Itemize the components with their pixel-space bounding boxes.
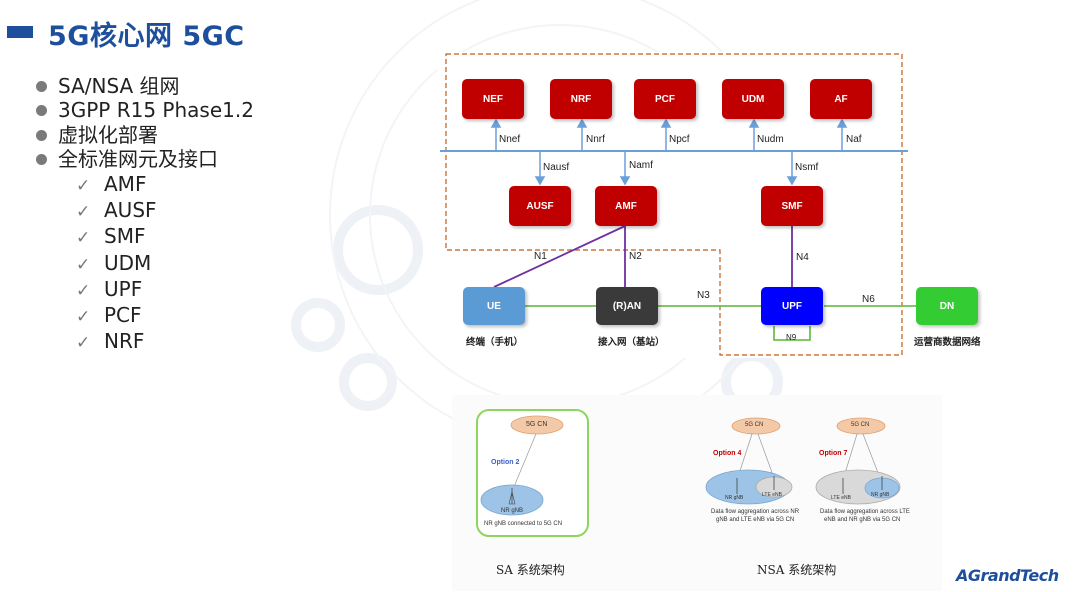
nsa4-option-label: Option 4: [713, 450, 742, 457]
n6-label: N6: [862, 294, 875, 305]
title-marker: [7, 26, 33, 38]
sa-note: NR gNB connected to 5G CN: [484, 521, 563, 527]
bullet-list: SA/NSA 组网 3GPP R15 Phase1.2 虚拟化部署 全标准网元及…: [34, 74, 254, 172]
nnrf-label: Nnrf: [586, 134, 605, 145]
amf-node: AMF: [595, 186, 657, 226]
check-icon: ✓: [76, 307, 91, 328]
nsa4-core-label: 5G CN: [745, 422, 764, 428]
nsa4-note-2: gNB and LTE eNB via 5G CN: [716, 517, 795, 523]
ue-caption: 终端（手机）: [466, 337, 524, 348]
smf-node: SMF: [761, 186, 823, 226]
sa-core-label: 5G CN: [526, 421, 548, 428]
bullet-item: 全标准网元及接口: [34, 147, 254, 171]
n9-label: N9: [786, 333, 797, 342]
company-logo: AGrandTech: [956, 566, 1059, 585]
naf-label: Naf: [846, 134, 862, 145]
nsmf-label: Nsmf: [795, 162, 819, 173]
n4-label: N4: [796, 252, 809, 263]
page-title: 5G核心网 5GC: [48, 21, 245, 52]
nausf-label: Nausf: [543, 162, 570, 173]
check-icon: ✓: [76, 228, 91, 249]
nudm-label: Nudm: [757, 134, 784, 145]
nsa7-core-label: 5G CN: [851, 422, 870, 428]
check-item: ✓PCF: [76, 303, 157, 329]
namf-label: Namf: [629, 160, 653, 171]
bullet-item: SA/NSA 组网: [34, 74, 254, 98]
nsa4-gnb-label: NR gNB: [725, 495, 744, 501]
nef-node: NEF: [462, 79, 524, 119]
check-item: ✓UPF: [76, 277, 157, 303]
check-icon: ✓: [76, 176, 91, 196]
nsa-caption: NSA 系统架构: [757, 563, 837, 577]
dn-caption: 运营商数据网络: [914, 337, 981, 348]
nrf-node: NRF: [550, 79, 612, 119]
udm-node: UDM: [722, 79, 784, 119]
upf-node: UPF: [761, 287, 823, 325]
nsa7-enb-label: LTE eNB: [831, 495, 851, 501]
ausf-node: AUSF: [509, 186, 571, 226]
nsa7-note-1: Data flow aggregation across LTE: [820, 509, 910, 515]
check-item: ✓SMF: [76, 224, 157, 250]
nsa7-option-label: Option 7: [819, 450, 848, 457]
bullet-item: 虚拟化部署: [34, 123, 254, 147]
pcf-node: PCF: [634, 79, 696, 119]
nsa4-enb-label: LTE eNB: [762, 492, 782, 498]
nsa7-note-2: eNB and NR gNB via 5G CN: [824, 517, 901, 523]
bullet-item: 3GPP R15 Phase1.2: [34, 98, 254, 122]
check-icon: ✓: [76, 254, 91, 275]
dn-node: DN: [916, 287, 978, 325]
check-icon: ✓: [76, 333, 91, 354]
nsa4-note-1: Data flow aggregation across NR: [711, 509, 800, 515]
n3-label: N3: [697, 290, 710, 301]
check-item: ✓AUSF: [76, 198, 157, 224]
nsa7-gnb-label: NR gNB: [871, 492, 890, 498]
npcf-label: Npcf: [669, 134, 690, 145]
sa-gnb-label: NR gNB: [501, 508, 524, 514]
n2-label: N2: [629, 251, 642, 262]
n1-label: N1: [534, 251, 547, 262]
nnef-label: Nnef: [499, 134, 521, 145]
ran-caption: 接入网（基站）: [598, 337, 665, 348]
check-icon: ✓: [76, 202, 91, 223]
af-node: AF: [810, 79, 872, 119]
ran-node: (R)AN: [596, 287, 658, 325]
check-item: ✓AMF: [76, 172, 157, 198]
ue-node: UE: [463, 287, 525, 325]
check-item: ✓NRF: [76, 329, 157, 355]
sa-caption: SA 系统架构: [496, 563, 565, 577]
network-function-list: ✓AMF ✓AUSF ✓SMF ✓UDM ✓UPF ✓PCF ✓NRF: [76, 172, 157, 355]
check-item: ✓UDM: [76, 251, 157, 277]
sa-option-label: Option 2: [491, 459, 520, 466]
check-icon: ✓: [76, 280, 91, 301]
